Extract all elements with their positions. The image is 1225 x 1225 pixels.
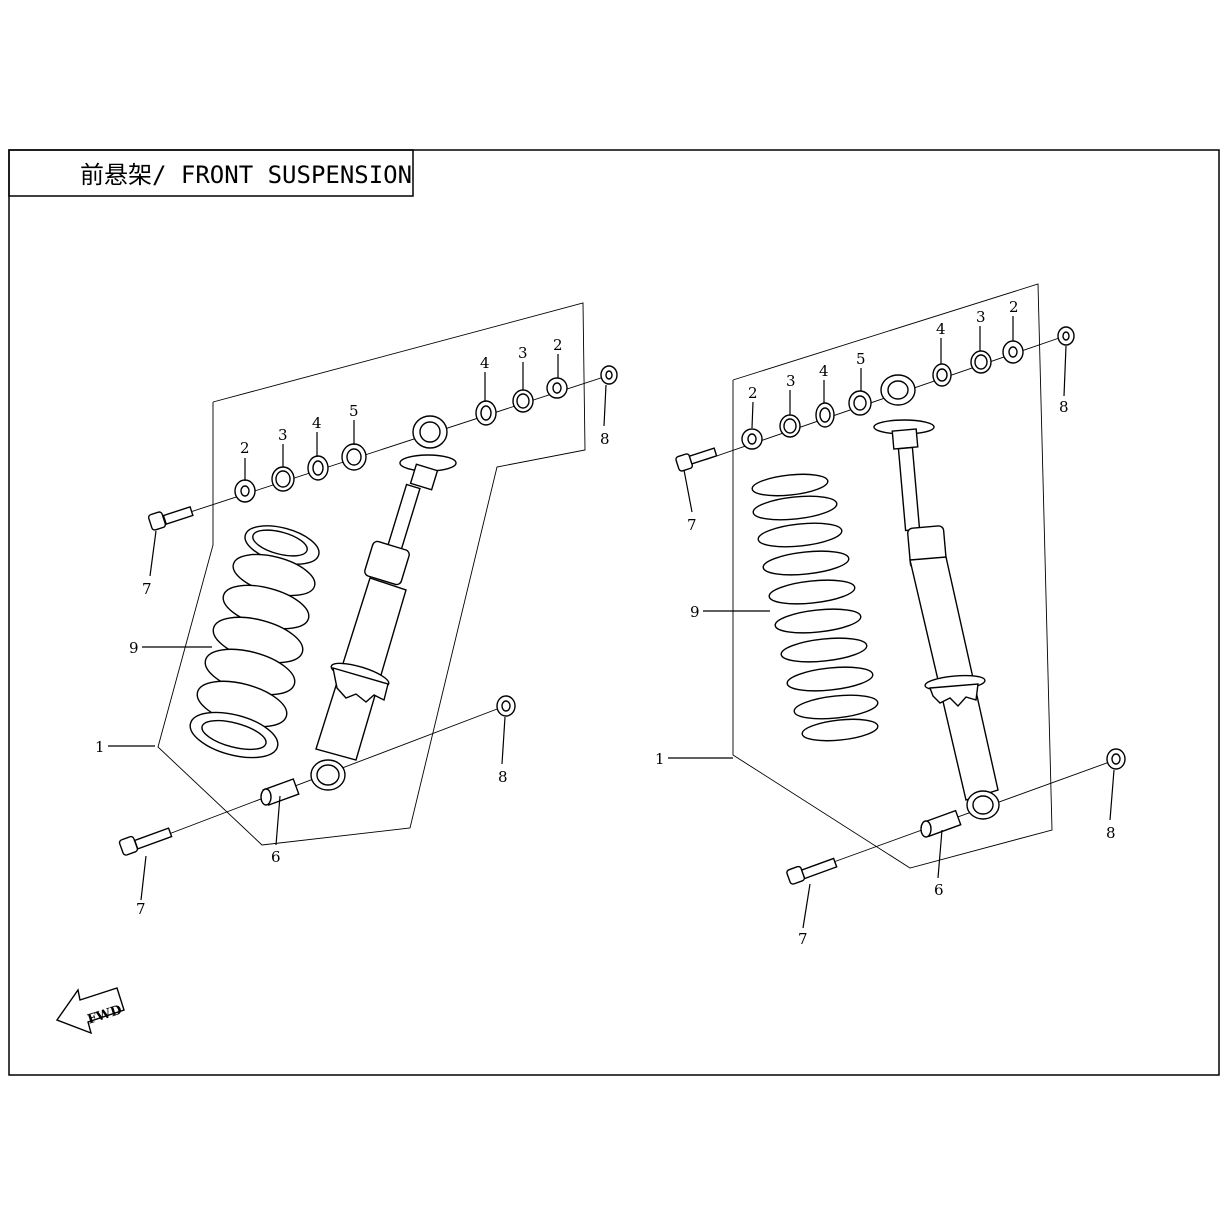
right-callout-4b: 4 bbox=[936, 320, 946, 338]
right-top-bolt bbox=[675, 447, 718, 472]
left-washer-3a bbox=[271, 466, 295, 492]
right-bearing-5 bbox=[848, 390, 872, 416]
right-nut-8a bbox=[1057, 326, 1075, 346]
right-sleeve-6 bbox=[920, 809, 962, 838]
left-bushing-2b bbox=[546, 377, 568, 399]
left-callout-3b: 3 bbox=[518, 344, 528, 362]
right-callout-7b: 7 bbox=[798, 930, 808, 948]
left-washer-4b bbox=[475, 400, 497, 426]
right-bottom-bolt bbox=[786, 857, 838, 885]
left-callout-8b: 8 bbox=[498, 768, 508, 786]
left-assembly: 1 2 3 4 5 4 3 2 8 7 9 8 6 7 bbox=[95, 302, 618, 918]
left-callout-4b: 4 bbox=[480, 354, 490, 372]
left-callout-1: 1 bbox=[95, 738, 105, 756]
left-sleeve-6 bbox=[260, 778, 300, 806]
right-callout-1: 1 bbox=[655, 750, 665, 768]
right-coil-spring bbox=[751, 473, 879, 742]
left-coil-spring bbox=[189, 525, 320, 759]
right-callout-2b: 2 bbox=[1009, 298, 1019, 316]
left-bottom-bolt bbox=[118, 827, 173, 856]
left-assembly-boundary bbox=[157, 302, 586, 846]
right-assembly: 1 2 3 4 5 4 3 2 8 7 9 8 6 7 bbox=[655, 283, 1126, 948]
right-callout-4a: 4 bbox=[819, 362, 829, 380]
right-callout-3b: 3 bbox=[976, 308, 986, 326]
right-washer-3a bbox=[779, 414, 801, 438]
diagram-border bbox=[8, 149, 1220, 1076]
fwd-arrow-icon: FWD bbox=[55, 987, 125, 1035]
title-box bbox=[8, 149, 414, 197]
right-assembly-boundary bbox=[732, 283, 1053, 869]
left-callout-4a: 4 bbox=[312, 414, 322, 432]
left-leaders bbox=[108, 354, 607, 901]
right-shock-absorber bbox=[873, 374, 1000, 820]
right-callout-3a: 3 bbox=[786, 372, 796, 390]
left-nut-8a bbox=[600, 365, 618, 385]
right-callout-7a: 7 bbox=[687, 516, 697, 534]
left-callout-8a: 8 bbox=[600, 430, 610, 448]
right-callout-8b: 8 bbox=[1106, 824, 1116, 842]
left-bushing-2a bbox=[234, 479, 256, 503]
right-bushing-2a bbox=[741, 428, 763, 450]
left-callout-7a: 7 bbox=[142, 580, 152, 598]
diagram-title: 前悬架/ FRONT SUSPENSION bbox=[80, 161, 412, 189]
right-bushing-2b bbox=[1002, 340, 1024, 364]
left-top-bolt bbox=[147, 505, 194, 531]
right-washer-4a bbox=[815, 402, 835, 428]
left-bearing-5 bbox=[341, 443, 367, 471]
right-washer-4b bbox=[932, 363, 952, 387]
left-shock-absorber bbox=[310, 415, 457, 791]
right-nut-8b bbox=[1106, 748, 1126, 770]
left-callout-3a: 3 bbox=[278, 426, 288, 444]
left-callout-2a: 2 bbox=[240, 439, 250, 457]
right-callout-9: 9 bbox=[690, 603, 700, 621]
right-callout-5: 5 bbox=[856, 350, 866, 368]
right-leaders bbox=[668, 316, 1115, 929]
right-callout-6: 6 bbox=[934, 881, 944, 899]
left-callout-5: 5 bbox=[349, 402, 359, 420]
left-washer-3b bbox=[512, 389, 534, 413]
right-callout-2a: 2 bbox=[748, 384, 758, 402]
right-washer-3b bbox=[970, 350, 992, 374]
left-callout-7b: 7 bbox=[136, 900, 146, 918]
left-callout-6: 6 bbox=[271, 848, 281, 866]
left-nut-8b bbox=[496, 695, 516, 717]
left-callout-9: 9 bbox=[129, 639, 139, 657]
left-washer-4a bbox=[307, 455, 329, 481]
left-callout-2b: 2 bbox=[553, 336, 563, 354]
right-callout-8a: 8 bbox=[1059, 398, 1069, 416]
